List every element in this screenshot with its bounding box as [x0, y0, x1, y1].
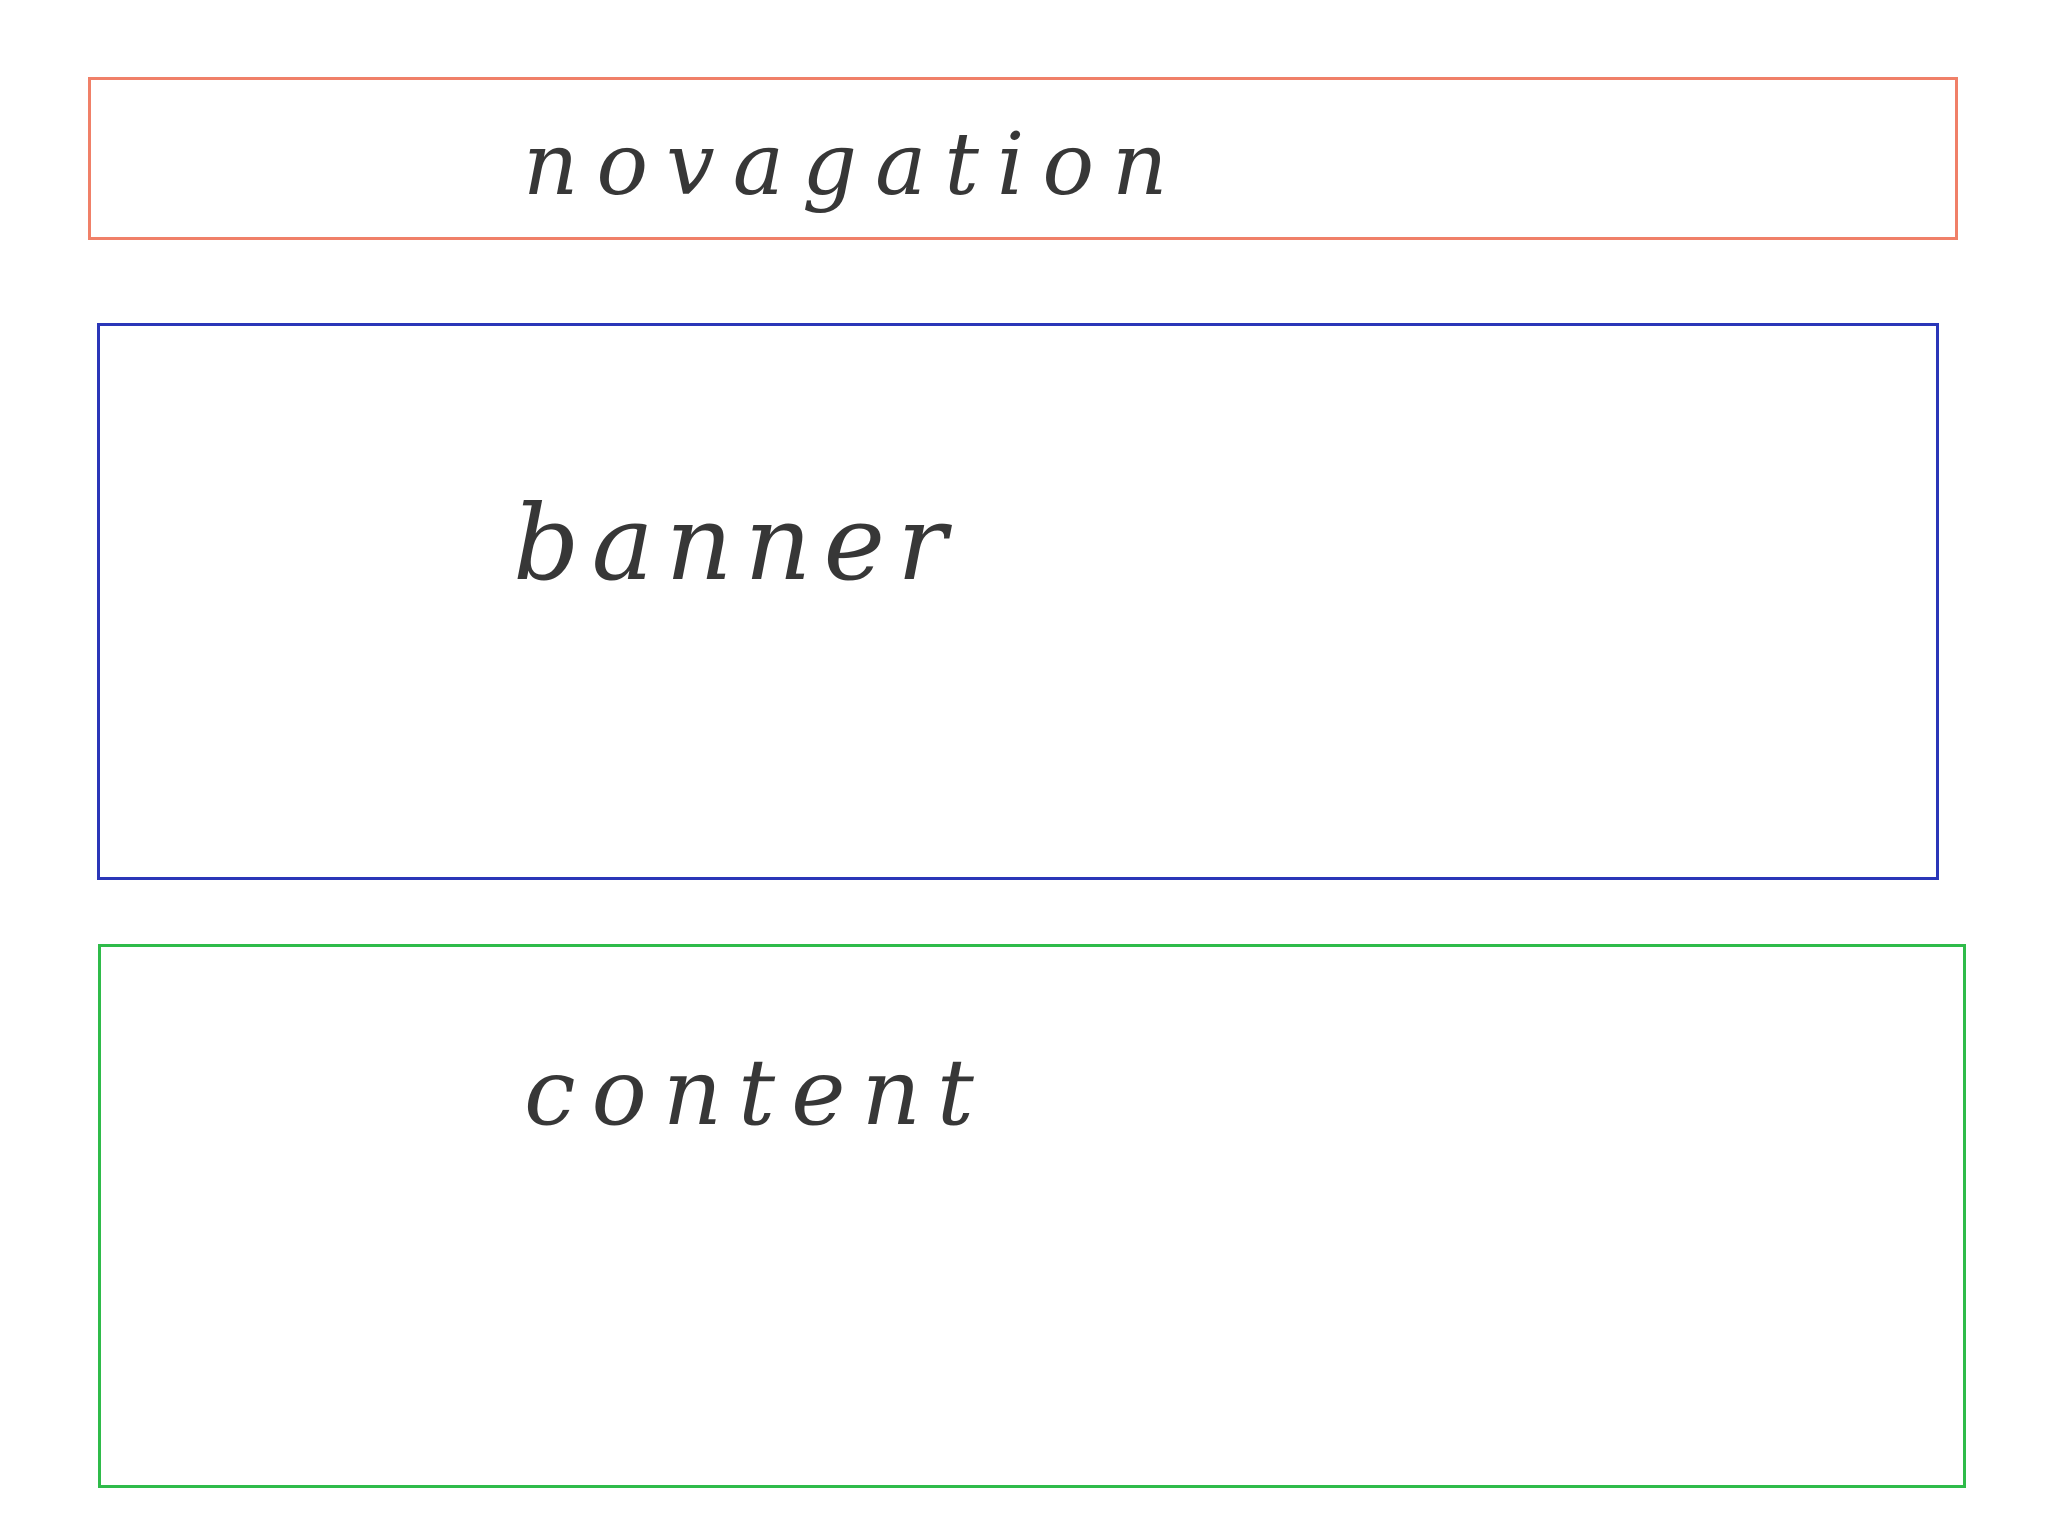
content-box: content [98, 944, 1966, 1488]
navigation-label: novagation [523, 115, 1186, 215]
content-label: content [524, 1039, 990, 1146]
banner-label: banner [513, 482, 959, 604]
banner-box: banner [97, 323, 1939, 880]
navigation-box: novagation [88, 77, 1958, 240]
